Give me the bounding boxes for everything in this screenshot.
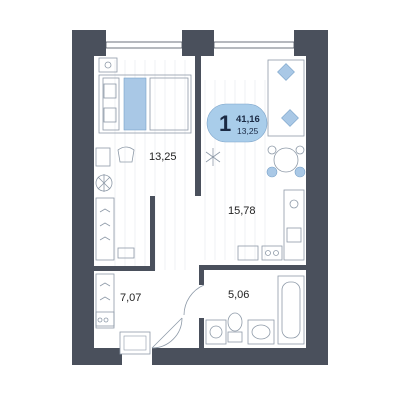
total-area: 41,16: [236, 114, 260, 125]
bed: [98, 74, 192, 134]
sink: [247, 319, 275, 345]
wardrobe: [95, 197, 115, 261]
plant-bedroom: [95, 174, 113, 192]
walls: [72, 30, 328, 365]
rooms-count: 1: [219, 111, 231, 136]
nightstand: [98, 57, 118, 73]
kitchen-counter: [283, 189, 305, 261]
desk-chair: [95, 146, 135, 167]
apartment-badge: 1 41,16 13,25: [206, 103, 268, 143]
entrance-box: [119, 331, 151, 355]
hallway-wardrobe: [95, 273, 115, 327]
toilet: [227, 312, 243, 343]
living-area: 13,25: [237, 126, 259, 136]
bathroom-area: 5,06: [228, 289, 249, 301]
hallway-area: 7,07: [120, 292, 141, 304]
dining-table: [266, 145, 306, 178]
bedroom-area: 13,25: [149, 151, 177, 163]
windows: [105, 41, 295, 49]
shoe-rack: [95, 311, 115, 329]
entrance-door-swing: [151, 317, 183, 349]
sofa: [267, 59, 305, 137]
washing-machine: [205, 319, 227, 345]
kitchen-living-area: 15,78: [228, 205, 256, 217]
tv-stand: [117, 247, 135, 259]
stove: [261, 245, 283, 261]
fridge: [237, 245, 259, 261]
bathtub: [277, 275, 305, 345]
plant-kitchen: [205, 148, 221, 166]
bathroom-door-swing: [183, 284, 205, 316]
